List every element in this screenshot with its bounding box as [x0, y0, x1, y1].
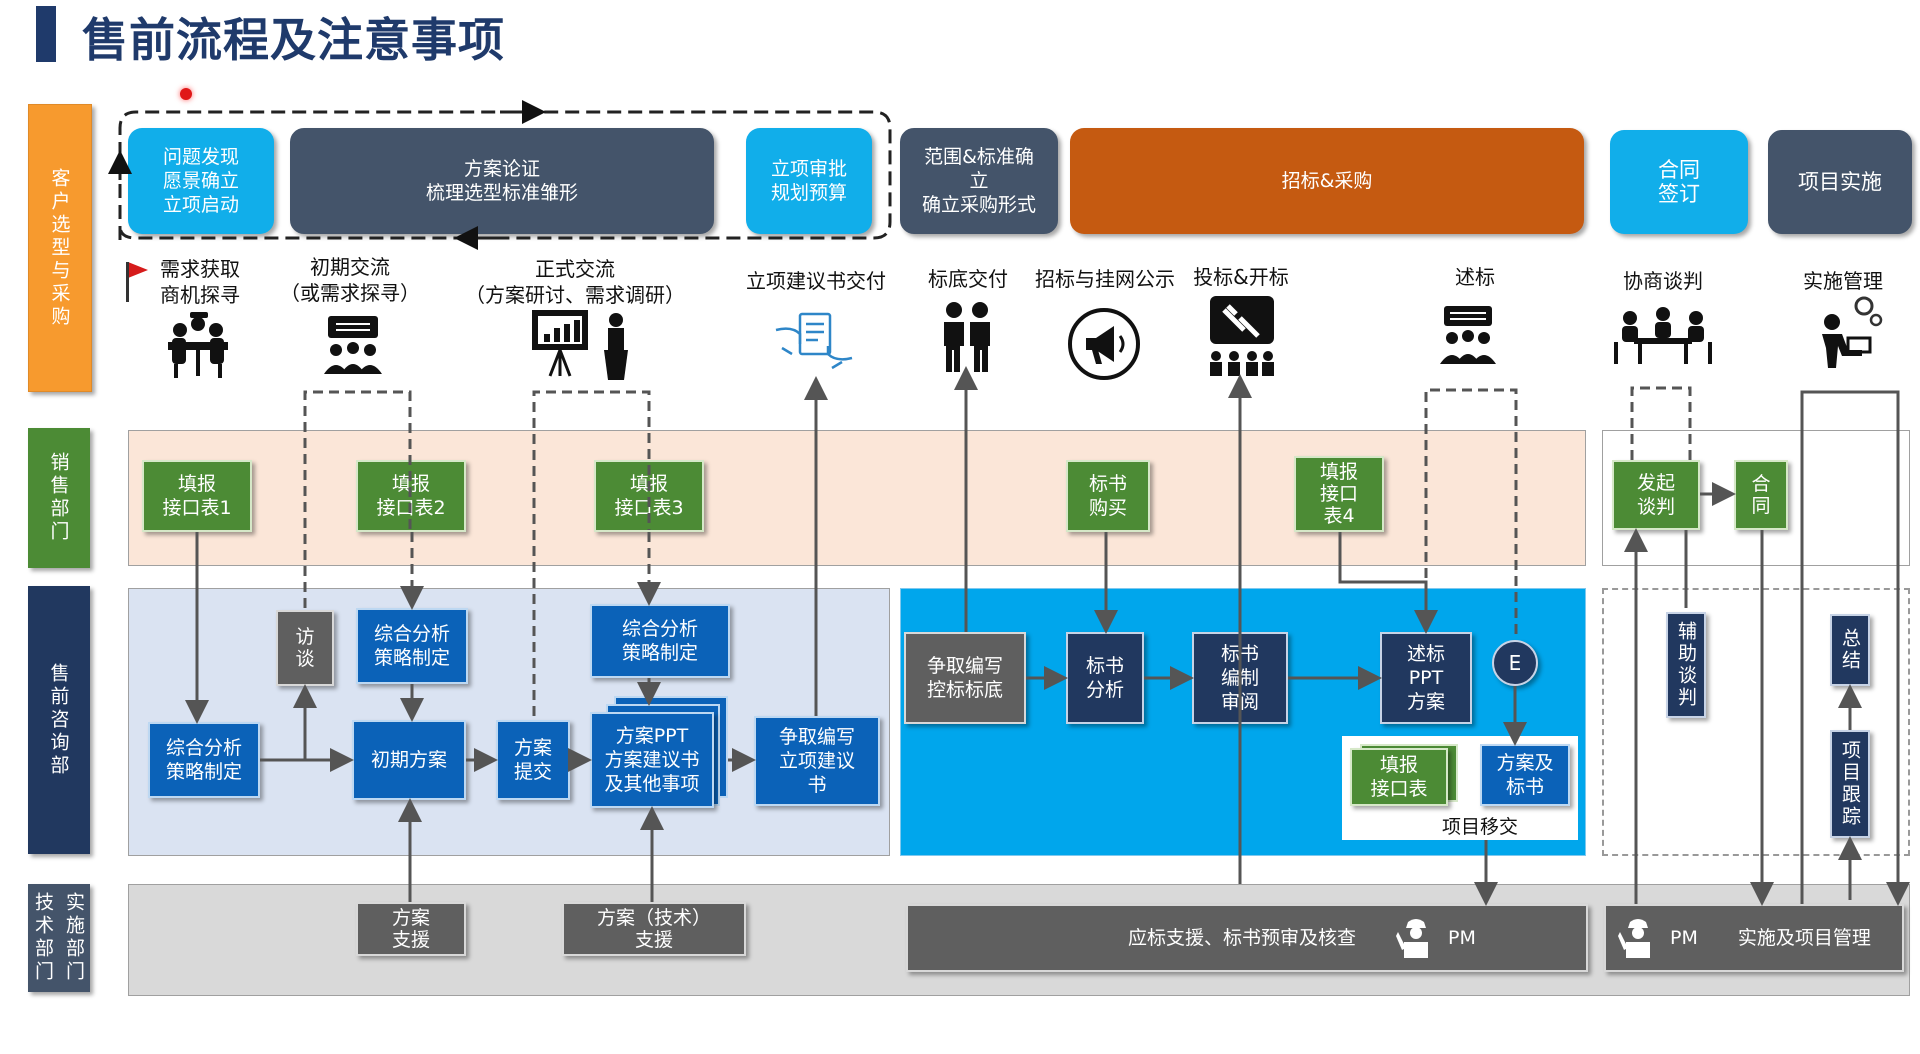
consult-e-node: E — [1492, 640, 1538, 686]
consult-summary: 总结 — [1830, 614, 1870, 686]
tech-technical-support: 方案（技术） 支援 — [562, 902, 746, 956]
sales-initiate-negotiation: 发起 谈判 — [1612, 460, 1700, 530]
consult-project-handover-label: 项目移交 — [1442, 816, 1519, 838]
stage-proposal-delivery: 立项建议书交付 — [746, 269, 886, 293]
phase-scope-standard: 范围&标准确 立 确立采购形式 — [900, 128, 1058, 234]
presentation-icon — [320, 314, 386, 378]
stage-base-price-delivery: 标底交付 — [928, 267, 1008, 291]
sales-fill-form-4: 填报 接口 表4 — [1294, 456, 1384, 532]
bracket-initial-exchange — [303, 390, 412, 608]
tech-pm-label-2: PM — [1670, 927, 1698, 949]
consult-analysis-strategy-2: 综合分析 策略制定 — [356, 608, 468, 684]
people-talking-icon — [936, 300, 998, 374]
phase-project-implementation: 项目实施 — [1768, 130, 1912, 234]
phase-solution-argument: 方案论证 梳理选型标准雏形 — [290, 128, 714, 234]
conn-form4-pitch — [1338, 532, 1438, 634]
stage-requirement-gathering: 需求获取 商机探寻 — [160, 257, 240, 307]
tech-bid-support-review: 应标支援、标书预审及核查 PM — [906, 904, 1588, 972]
bracket-pitch — [1424, 388, 1518, 636]
consult-project-tracking: 项目跟踪 — [1830, 730, 1870, 838]
phase-loop-dashed — [118, 110, 892, 240]
stage-implementation-management: 实施管理 — [1803, 269, 1883, 293]
consult-write-proposal: 争取编写 立项建议 书 — [754, 716, 880, 806]
tech-pm-label-1: PM — [1448, 927, 1476, 949]
consult-interview: 访 谈 — [276, 610, 334, 686]
stage-tender-publicity: 招标与挂网公示 — [1035, 267, 1175, 291]
engineer-icon — [1394, 918, 1440, 958]
speaker-podium-icon — [530, 306, 638, 380]
meeting-icon — [160, 312, 236, 380]
consult-pitch-ppt: 述标 PPT 方案 — [1380, 632, 1472, 724]
phase-problem-discovery: 问题发现 愿景确立 立项启动 — [128, 128, 274, 234]
lane-label-tech: 技术部门 — [32, 892, 54, 984]
engineer-icon — [1616, 918, 1662, 958]
lane-label-consulting: 售前咨询部 — [28, 586, 90, 854]
gavel-icon — [1206, 294, 1278, 378]
conference-icon — [1438, 304, 1498, 368]
red-dot-marker — [180, 88, 192, 100]
phase-bidding-procurement: 招标&采购 — [1070, 128, 1584, 234]
stage-bid-presentation: 述标 — [1455, 265, 1495, 289]
worker-gears-icon — [1812, 292, 1884, 370]
lane-label-customer: 客户选型与采购 — [28, 104, 92, 392]
sales-bid-purchase: 标书 购买 — [1066, 460, 1150, 532]
tech-bid-support-label: 应标支援、标书预审及核查 — [1128, 927, 1357, 949]
consult-fill-form: 填报 接口表 — [1350, 748, 1448, 806]
conn-impl-top — [1800, 390, 1910, 906]
consult-control-base-price: 争取编写 控标标底 — [904, 632, 1026, 724]
phase-approval-budget: 立项审批 规划预算 — [746, 128, 872, 234]
stage-bid-opening: 投标&开标 — [1193, 265, 1289, 289]
lane-label-tech-impl: 技术部门 实施部门 — [28, 884, 90, 992]
impl-project-management: PM 实施及项目管理 — [1604, 904, 1904, 972]
megaphone-icon — [1066, 306, 1142, 382]
red-flag-icon — [122, 258, 154, 304]
tech-plan-support: 方案 支援 — [356, 902, 466, 956]
bracket-formal-exchange — [532, 390, 651, 716]
impl-management-label: 实施及项目管理 — [1737, 927, 1871, 949]
stage-formal-exchange: 正式交流 （方案研讨、需求调研） — [465, 257, 685, 307]
stage-negotiation: 协商谈判 — [1623, 269, 1703, 293]
lane-label-impl: 实施部门 — [63, 892, 85, 984]
bracket-negotiation — [1630, 386, 1692, 460]
sales-fill-form-1: 填报 接口表1 — [142, 460, 252, 532]
lane-label-sales: 销售部门 — [28, 428, 90, 568]
phase-contract-signing: 合同 签订 — [1610, 130, 1748, 234]
consult-plan-and-bid: 方案及 标书 — [1480, 744, 1570, 806]
stage-initial-exchange: 初期交流 （或需求探寻） — [280, 255, 420, 305]
consult-analysis-strategy-3: 综合分析 策略制定 — [590, 604, 730, 678]
title-accent-bar — [36, 6, 56, 62]
consult-plan-submission: 方案 提交 — [496, 720, 570, 800]
negotiation-icon — [1612, 304, 1714, 366]
consult-assist-negotiation: 辅助谈判 — [1666, 612, 1706, 718]
document-handover-icon — [772, 308, 856, 376]
page-title: 售前流程及注意事项 — [82, 13, 505, 67]
